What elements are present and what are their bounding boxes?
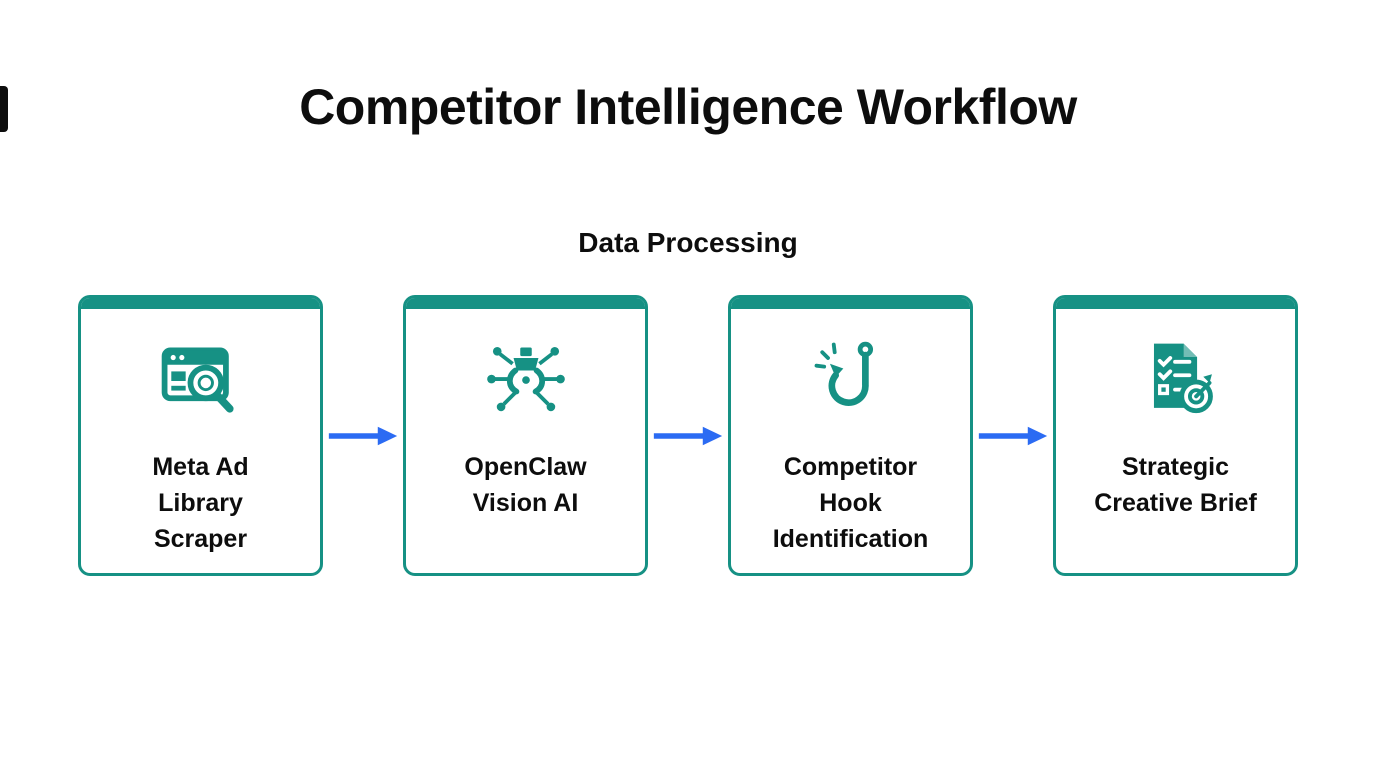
checklist-target-icon <box>1130 335 1222 427</box>
step-card-competitor-hook-identification: Competitor Hook Identification <box>728 295 973 576</box>
step-card-topbar <box>406 298 645 309</box>
left-edge-artifact <box>0 86 8 132</box>
step-label: OpenClaw Vision AI <box>464 453 587 517</box>
robot-claw-icon <box>480 335 572 427</box>
step-card-topbar <box>81 298 320 309</box>
flow-arrow-3 <box>973 295 1053 576</box>
browser-search-icon <box>155 335 247 427</box>
page-title: Competitor Intelligence Workflow <box>299 79 1077 135</box>
section-label-data-processing: Data Processing <box>578 227 798 258</box>
fishing-hook-icon <box>805 335 897 427</box>
step-label: Competitor Hook Identification <box>772 453 929 553</box>
workflow-diagram: Meta Ad Library Scraper <box>0 295 1376 576</box>
step-card-topbar <box>1056 298 1295 309</box>
flow-arrow-2 <box>648 295 728 576</box>
step-card-strategic-creative-brief: Strategic Creative Brief <box>1053 295 1298 576</box>
step-card-openclaw-vision-ai: OpenClaw Vision AI <box>403 295 648 576</box>
flow-arrow-1 <box>323 295 403 576</box>
step-label: Meta Ad Library Scraper <box>152 453 249 553</box>
step-label: Strategic Creative Brief <box>1094 453 1257 517</box>
step-card-meta-ad-library-scraper: Meta Ad Library Scraper <box>78 295 323 576</box>
step-card-topbar <box>731 298 970 309</box>
